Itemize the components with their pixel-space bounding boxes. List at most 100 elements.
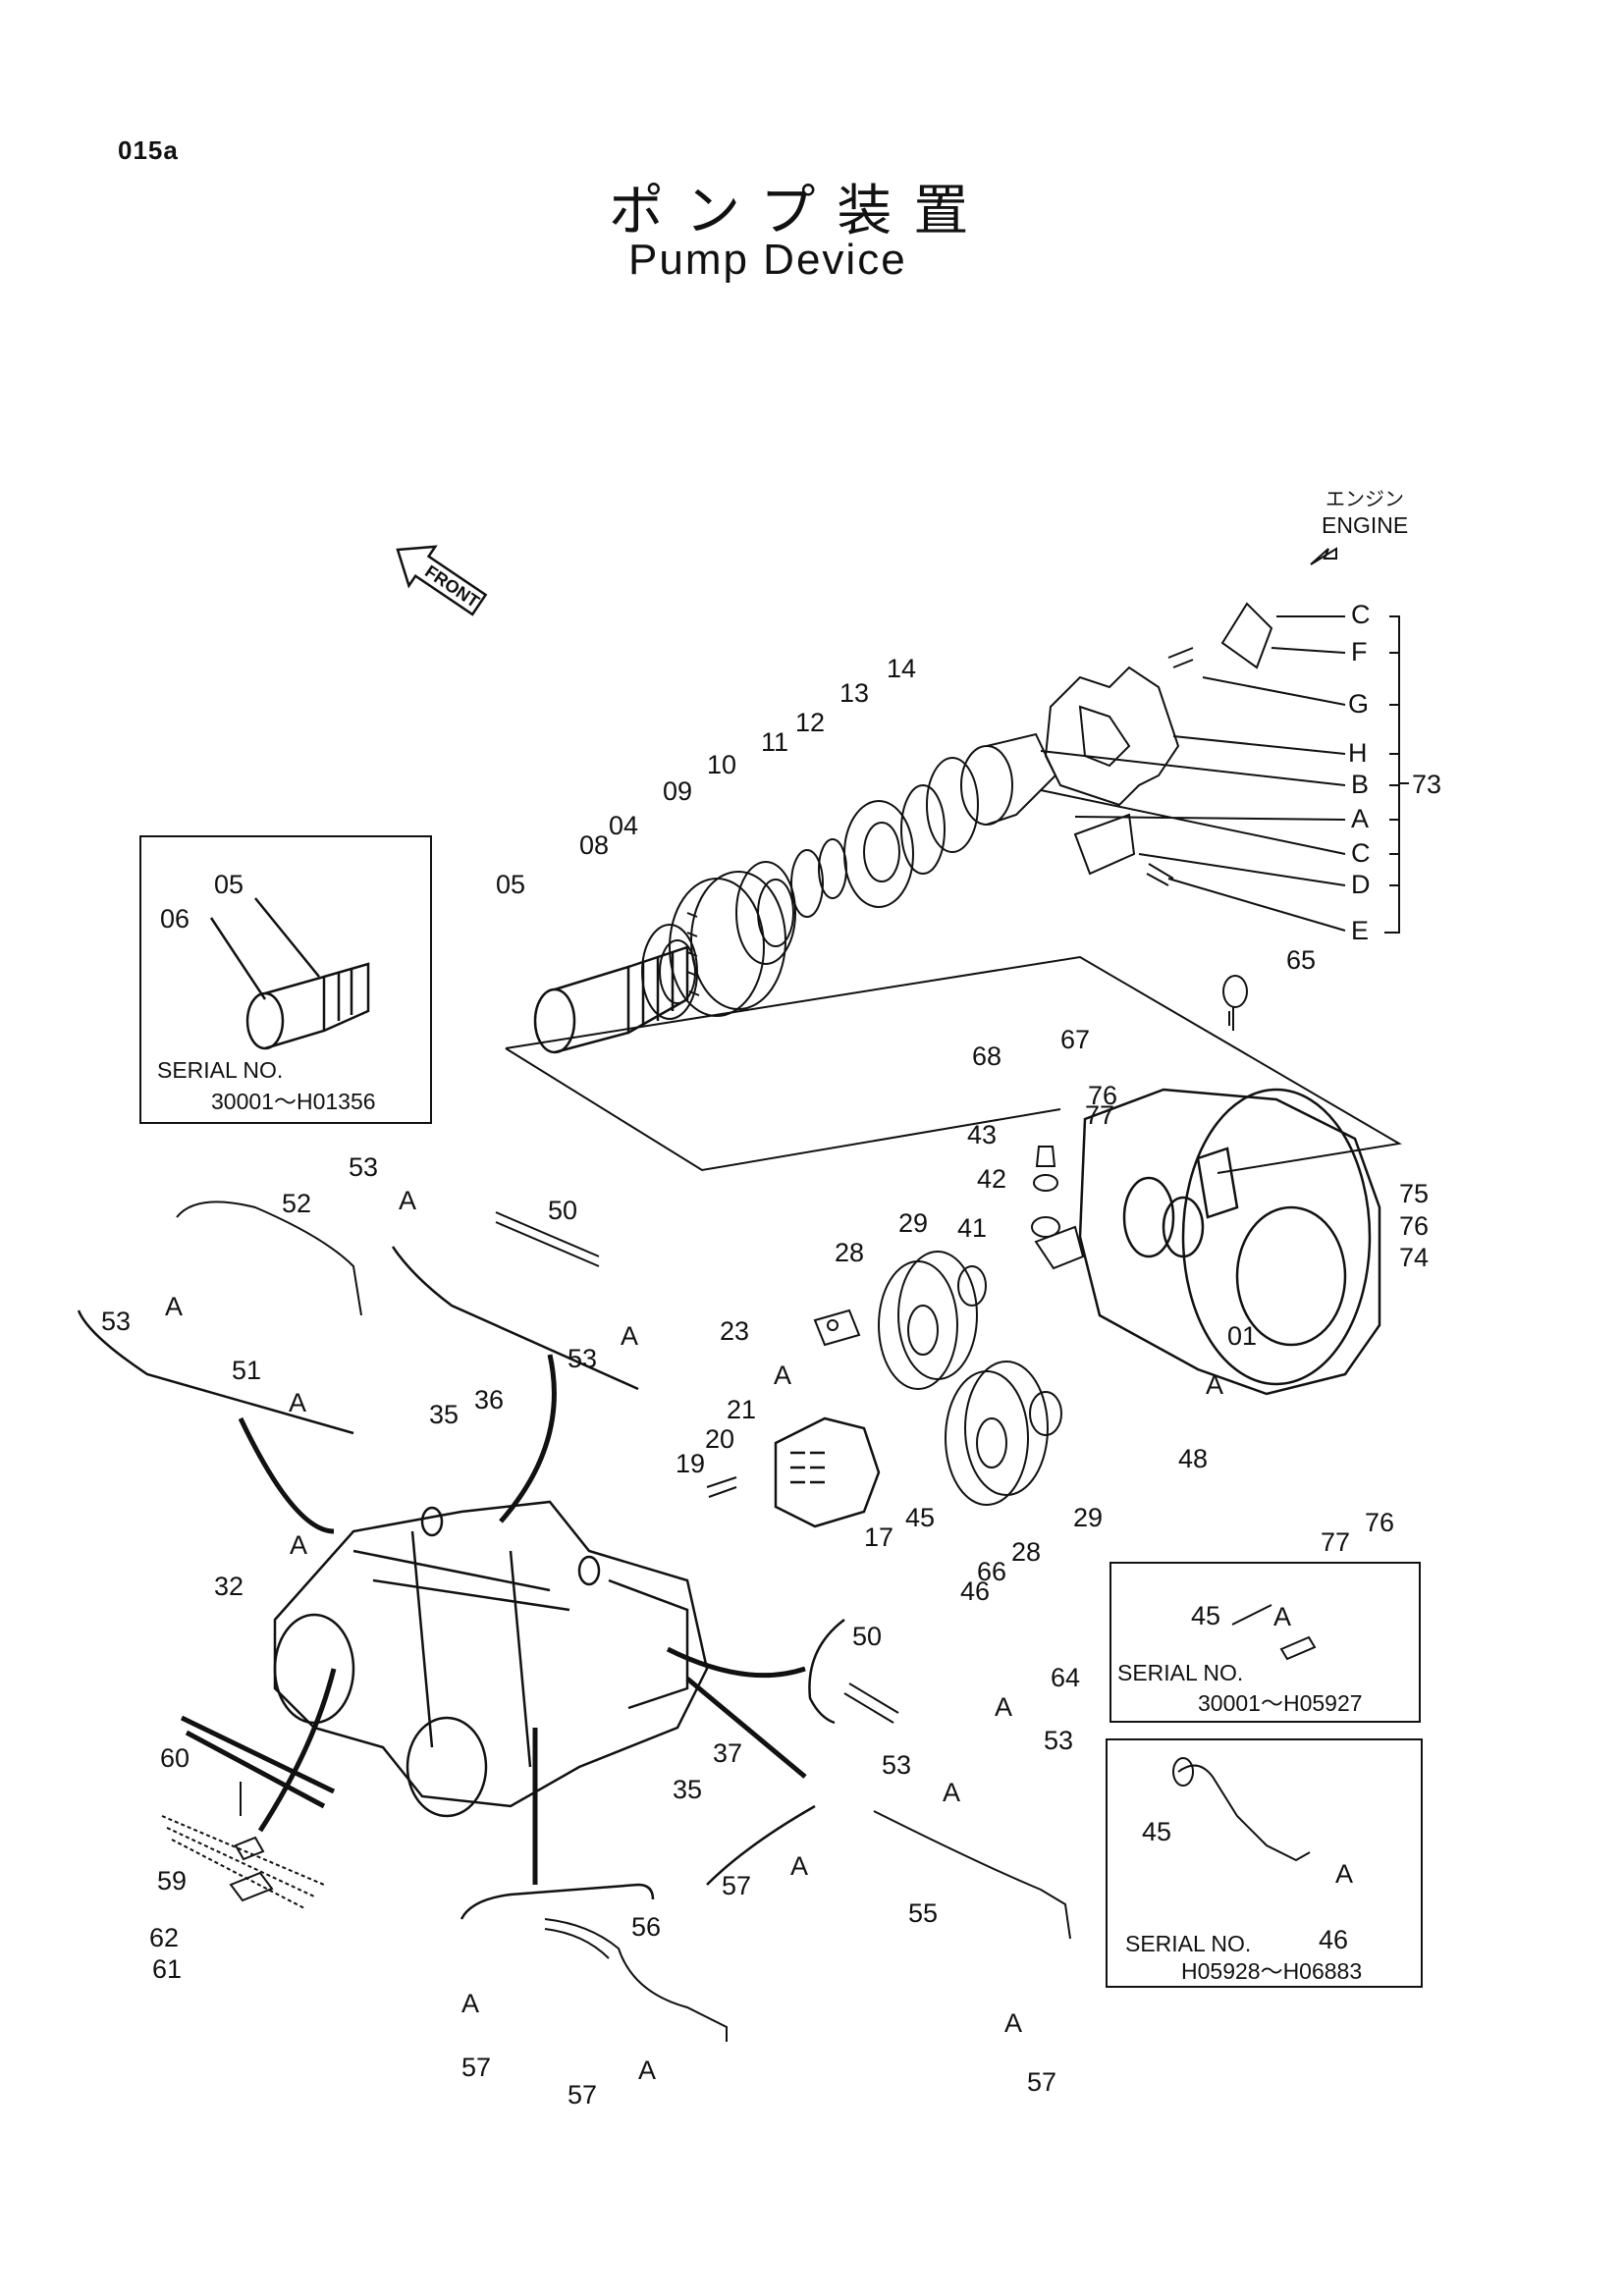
callout-65: 65 (1286, 945, 1316, 975)
sub-tag-a-12: A (638, 2056, 656, 2085)
inset-late-callout-45: 45 (1142, 1817, 1171, 1846)
main-pump-32 (273, 1500, 709, 1818)
coupling-letter-g: G (1348, 689, 1369, 719)
bracket-mid-right (808, 1619, 845, 1725)
callout-76-upper: 76 (1088, 1081, 1117, 1110)
inset-late-serial-range: H05928～H06883 (1181, 1958, 1362, 1984)
elbow-41 (1031, 1216, 1085, 1270)
callout-43: 43 (967, 1120, 997, 1149)
callout-56: 56 (631, 1912, 661, 1942)
callout-53-right: 53 (1044, 1726, 1073, 1755)
callout-66: 66 (977, 1557, 1006, 1586)
pipe-55 (873, 1810, 1071, 1940)
gear-28-upper (878, 1251, 978, 1390)
inset-shaft-serial-range: 30001～H01356 (211, 1089, 376, 1114)
coupling-leaders (1040, 615, 1346, 932)
callout-53-left: 53 (101, 1307, 131, 1336)
inset-box-shaft (139, 835, 432, 1124)
coupling-letter-a: A (1351, 804, 1369, 833)
inset-drain-early-text: 45 SERIAL NO. 30001～H05927 (1117, 1601, 1363, 1716)
coupling-letter-c2: C (1351, 838, 1371, 868)
callout-64: 64 (1051, 1663, 1080, 1692)
callout-53-top: 53 (349, 1152, 378, 1182)
callout-60: 60 (160, 1743, 189, 1773)
callout-46: 46 (960, 1576, 990, 1606)
sub-tag-a-9: A (943, 1778, 960, 1807)
title-english: Pump Device (628, 236, 907, 284)
coupling-plate-f (1220, 602, 1273, 669)
callout-77-upper: 77 (1085, 1100, 1114, 1130)
inset-shaft-serial-label: SERIAL NO. (157, 1057, 283, 1083)
sub-tag-a-7: A (290, 1530, 307, 1560)
eye-bolt-65 (1222, 975, 1248, 1031)
callout-28-lower: 28 (1011, 1537, 1041, 1567)
inset-shaft-text: 05 06 SERIAL NO. 30001～H01356 (157, 870, 376, 1114)
seal-12 (843, 800, 914, 908)
coupling-plate-d (1073, 813, 1136, 876)
coupling-letter-b: B (1351, 770, 1369, 799)
sub-tags: A A A A A A A A A A A A A A A (165, 1186, 1353, 2085)
title-japanese: ポンプ装置 (609, 180, 991, 243)
callout-45: 45 (905, 1503, 935, 1532)
snap-ring-14 (926, 757, 979, 853)
coupling-element (1044, 666, 1180, 807)
coupling-group-letters: C F G H B A C D E 73 (1348, 600, 1441, 945)
routing-lines (238, 1354, 807, 1885)
pilot-pump-17 (774, 1416, 881, 1528)
callout-57-right: 57 (1027, 2067, 1056, 2097)
callout-13: 13 (839, 678, 869, 708)
coupling-letter-c1: C (1351, 600, 1371, 629)
callout-61: 61 (152, 1954, 182, 1984)
callout-67: 67 (1060, 1025, 1090, 1054)
callout-50-lower: 50 (852, 1622, 882, 1651)
ring-29-upper (957, 1265, 987, 1307)
inset-drain-late-drawing (1172, 1757, 1311, 1862)
bracket-lower-mid (460, 1883, 655, 1920)
coupling-group-bracket (1384, 615, 1409, 934)
engine-direction-arrow (1310, 547, 1337, 565)
callout-76-lower: 76 (1365, 1508, 1394, 1537)
engine-label: ENGINE (1322, 512, 1409, 538)
callout-21: 21 (727, 1395, 756, 1424)
callout-37: 37 (713, 1738, 742, 1768)
callout-53-lower: 53 (882, 1750, 911, 1780)
callout-74: 74 (1399, 1243, 1429, 1272)
sub-tag-a-14: A (1273, 1602, 1291, 1631)
sub-tag-a-15: A (1335, 1859, 1353, 1889)
callout-53-mid: 53 (568, 1344, 597, 1373)
ring-13 (900, 784, 946, 875)
ring-29-lower (1029, 1391, 1062, 1436)
sub-tag-a-10: A (790, 1851, 808, 1881)
callout-35-upper: 35 (429, 1400, 459, 1429)
page-code: 015a (118, 135, 179, 165)
callout-19: 19 (676, 1449, 705, 1478)
callout-29-upper: 29 (898, 1208, 928, 1238)
callout-32: 32 (214, 1572, 243, 1601)
inset-box-drain-early (1109, 1562, 1421, 1723)
pipe-52 (176, 1201, 362, 1316)
callout-09: 09 (663, 776, 692, 806)
callout-20: 20 (705, 1424, 734, 1454)
callout-48: 48 (1178, 1444, 1208, 1473)
sub-tag-a-8: A (995, 1692, 1012, 1722)
pipe-50-upper (495, 1211, 600, 1267)
block-23 (813, 1308, 861, 1347)
inset-late-serial-label: SERIAL NO. (1125, 1931, 1251, 1956)
bolt-g (1167, 647, 1194, 668)
sub-tag-a-3: A (289, 1388, 306, 1417)
sub-tag-a-5: A (774, 1361, 791, 1390)
bearing-09 (735, 861, 796, 965)
callout-57-mid: 57 (568, 2080, 597, 2109)
callout-62: 62 (149, 1923, 179, 1952)
clamp-59 (161, 1782, 325, 1909)
inset-drain-early-drawing (1231, 1604, 1317, 1661)
bolt-e (1146, 863, 1174, 886)
callout-17: 17 (864, 1522, 893, 1552)
inset-late-callout-46: 46 (1319, 1925, 1348, 1954)
inset-early-serial-range: 30001～H05927 (1198, 1690, 1363, 1716)
coupling-letter-d: D (1351, 870, 1371, 899)
bracket-upper-left (77, 1309, 354, 1435)
callout-50-upper: 50 (548, 1196, 577, 1225)
